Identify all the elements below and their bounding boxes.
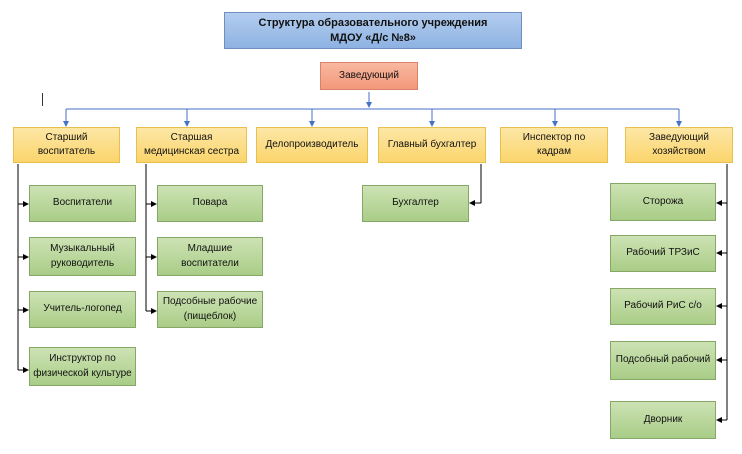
staff-box: Дворник [610, 401, 716, 439]
staff-box: Учитель-логопед [29, 291, 136, 328]
head-box: Заведующий [320, 62, 418, 90]
dept-senior-nurse: Старшая медицинская сестра [136, 127, 247, 163]
text-cursor [42, 93, 43, 106]
staff-box: Бухгалтер [362, 185, 469, 222]
staff-box: Воспитатели [29, 185, 136, 222]
staff-box: Рабочий РиС с/о [610, 288, 716, 325]
staff-box: Подсобные рабочие (пищеблок) [157, 291, 263, 328]
dept-senior-educator: Старший воспитатель [13, 127, 120, 163]
staff-box: Рабочий ТРЗиС [610, 235, 716, 272]
dept-chief-accountant: Главный бухгалтер [378, 127, 486, 163]
dept-hr-inspector: Инспектор по кадрам [500, 127, 608, 163]
staff-box: Сторожа [610, 183, 716, 221]
dept-clerk: Делопроизводитель [256, 127, 368, 163]
staff-box: Подсобный рабочий [610, 341, 716, 380]
staff-box: Повара [157, 185, 263, 222]
dept-facilities-manager: Заведующий хозяйством [625, 127, 733, 163]
staff-box: Инструктор по физической культуре [29, 347, 136, 386]
diagram-title: Структура образовательного учреждения МД… [224, 12, 522, 49]
staff-box: Младшие воспитатели [157, 237, 263, 276]
staff-box: Музыкальный руководитель [29, 237, 136, 276]
